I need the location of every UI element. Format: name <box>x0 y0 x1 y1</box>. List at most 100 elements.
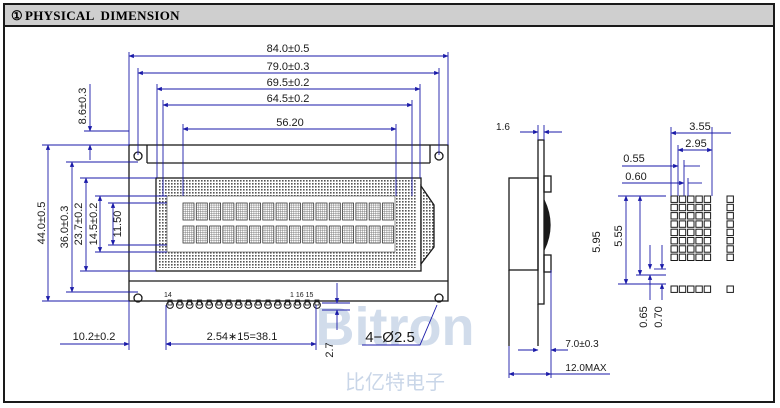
pin-hole <box>234 301 243 309</box>
character-cell <box>209 202 222 221</box>
pixel-dot <box>703 195 712 203</box>
pixel-dot-next <box>726 228 734 237</box>
pin-lead <box>314 299 320 306</box>
character-cell <box>342 225 355 244</box>
pixel-dot <box>687 220 695 228</box>
side-pcb <box>537 139 545 305</box>
pixel-dot <box>703 237 712 245</box>
front-dimensions <box>42 52 449 350</box>
pixel-dot <box>703 245 712 253</box>
front-dimension-labels: 84.0±0.5 79.0±0.3 69.5±0.2 64.5±0.2 56.2… <box>36 43 336 358</box>
pixel-dot <box>678 253 687 262</box>
pixel-dot <box>687 203 695 212</box>
pixel-dot <box>670 195 678 203</box>
character-cell <box>382 202 394 221</box>
pixel-dot <box>670 253 678 262</box>
pixel-dot <box>687 212 695 220</box>
dim-0-55: 0.55 <box>623 153 644 165</box>
pixel-dot <box>695 237 703 245</box>
pin-hole <box>254 301 263 309</box>
pin-label-1-16-15: 1 16 15 <box>290 292 313 299</box>
character-cell <box>288 225 301 244</box>
character-cell <box>262 202 275 221</box>
dim-2-7: 2.7 <box>324 342 336 357</box>
pixel-dot <box>670 203 678 212</box>
pixel-dot <box>678 195 687 203</box>
pixel-dot <box>695 212 703 220</box>
pin-hole <box>293 301 302 309</box>
pin-hole <box>205 301 214 309</box>
character-cell <box>368 202 381 221</box>
character-cell <box>315 202 328 221</box>
character-cell <box>275 202 288 221</box>
character-cell <box>235 202 248 221</box>
pin-hole <box>215 301 223 309</box>
pin-hole <box>185 301 194 309</box>
pixel-dot <box>670 212 678 220</box>
dim-23-7: 23.7±0.2 <box>73 203 85 246</box>
pin-lead <box>285 299 291 306</box>
character-cell <box>222 202 235 221</box>
character-cell <box>195 202 208 221</box>
pixel-dot <box>687 253 695 262</box>
character-cell <box>222 225 235 244</box>
mount-hole-bottom-left <box>133 293 143 303</box>
character-cell <box>182 225 195 244</box>
pin-lead <box>245 299 251 306</box>
pin-hole <box>195 301 204 309</box>
pin-lead <box>275 299 281 306</box>
section-number: ① <box>11 8 23 23</box>
cursor-dot <box>695 285 703 293</box>
pixel-dot <box>687 195 695 203</box>
pin-lead <box>226 299 232 306</box>
dim-69-5: 69.5±0.2 <box>267 77 310 89</box>
character-cell <box>209 225 222 244</box>
pixel-dot-next <box>726 237 734 245</box>
pixel-dot <box>687 228 695 237</box>
dim-1-6: 1.6 <box>496 122 510 133</box>
pixel-dot <box>678 245 687 253</box>
character-cell <box>302 202 315 221</box>
dim-pitch: 2.54∗15=38.1 <box>207 331 278 343</box>
pixel-dot <box>670 220 678 228</box>
pin-hole <box>244 301 253 309</box>
cursor-dot <box>678 285 687 293</box>
pin-label-14: 14 <box>164 292 172 299</box>
side-dimension-labels: 1.6 7.0±0.3 12.0MAX <box>496 122 607 374</box>
pixel-dot <box>695 203 703 212</box>
pixel-dot <box>703 253 712 262</box>
side-bezel-bottom <box>543 254 552 273</box>
pin-lead <box>265 299 271 306</box>
dim-84: 84.0±0.5 <box>267 43 310 55</box>
pin-hole <box>264 301 272 309</box>
front-view <box>128 144 449 303</box>
pin-hole <box>224 301 233 309</box>
character-cell <box>355 225 368 244</box>
pixel-dot-next <box>726 220 734 228</box>
character-cell <box>275 225 288 244</box>
pixel-dot <box>703 220 712 228</box>
pixel-dot <box>670 228 678 237</box>
side-dimensions <box>508 125 610 378</box>
character-cell <box>235 225 248 244</box>
pixel-dot <box>695 228 703 237</box>
dim-3-55: 3.55 <box>689 121 710 133</box>
detail-dimensions <box>618 127 731 300</box>
dim-64-5: 64.5±0.2 <box>267 93 310 105</box>
dim-0-70: 0.70 <box>653 306 665 327</box>
detail-dimension-labels: 3.55 2.95 0.55 0.60 5.95 5.55 0.65 0.70 <box>591 121 711 328</box>
pin-hole <box>166 301 174 309</box>
backlight-tab <box>420 183 435 266</box>
dim-10-2: 10.2±0.2 <box>73 331 116 343</box>
pixel-dot <box>678 237 687 245</box>
pin-lead <box>196 299 202 306</box>
pin-lead <box>177 299 183 306</box>
dim-44: 44.0±0.5 <box>36 202 48 245</box>
dim-79: 79.0±0.3 <box>267 61 310 73</box>
side-view <box>508 139 552 346</box>
pixel-dot <box>695 195 703 203</box>
pin-hole <box>283 301 292 309</box>
pin-lead <box>304 299 310 306</box>
character-cell <box>249 202 261 221</box>
